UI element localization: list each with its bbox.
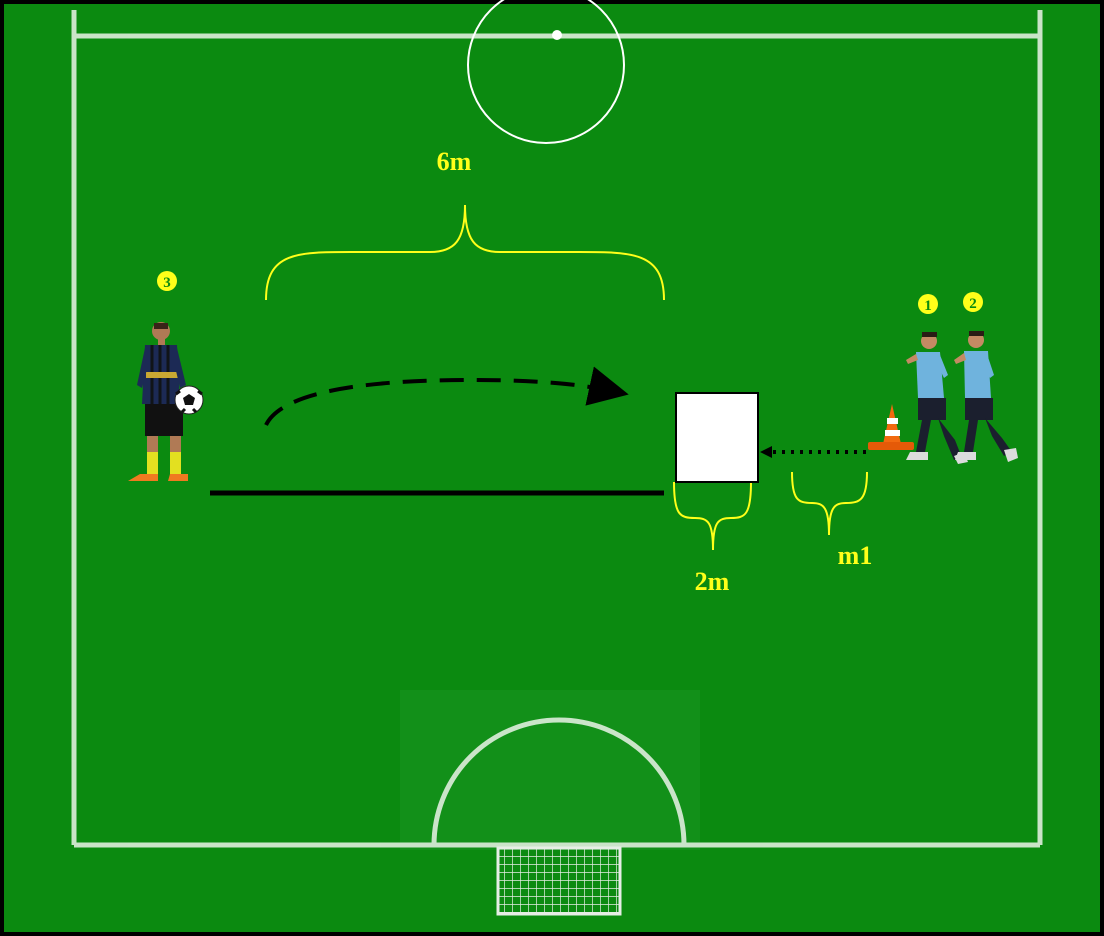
label-6m: 6m: [437, 147, 472, 176]
brace-2m: [673, 481, 752, 551]
marker-player-1: 1: [918, 294, 938, 314]
training-cone-icon: [868, 404, 914, 450]
marker-player-2: 2: [963, 292, 983, 312]
center-spot: [552, 30, 562, 40]
label-2m: 2m: [695, 567, 730, 596]
label-m1: m1: [838, 541, 873, 570]
pitch-shade: [400, 690, 700, 850]
goal-net-icon: [496, 846, 622, 916]
brace-m1: [791, 471, 868, 536]
target-box: [675, 392, 759, 483]
svg-text:1: 1: [924, 298, 932, 314]
brace-6m: [265, 204, 665, 301]
marker-player-3: 3: [157, 271, 177, 291]
curved-pass-arrow: [264, 366, 629, 426]
player-2-figure: [954, 331, 1018, 462]
dotted-run-arrow: [760, 446, 866, 458]
soccer-ball-icon: [174, 385, 204, 415]
center-circle: [467, 0, 625, 144]
svg-text:3: 3: [163, 275, 171, 291]
player-3-figure: [128, 322, 188, 481]
player-1-figure: [906, 332, 968, 464]
svg-text:2: 2: [969, 296, 977, 312]
field-lines: [71, 10, 1043, 848]
